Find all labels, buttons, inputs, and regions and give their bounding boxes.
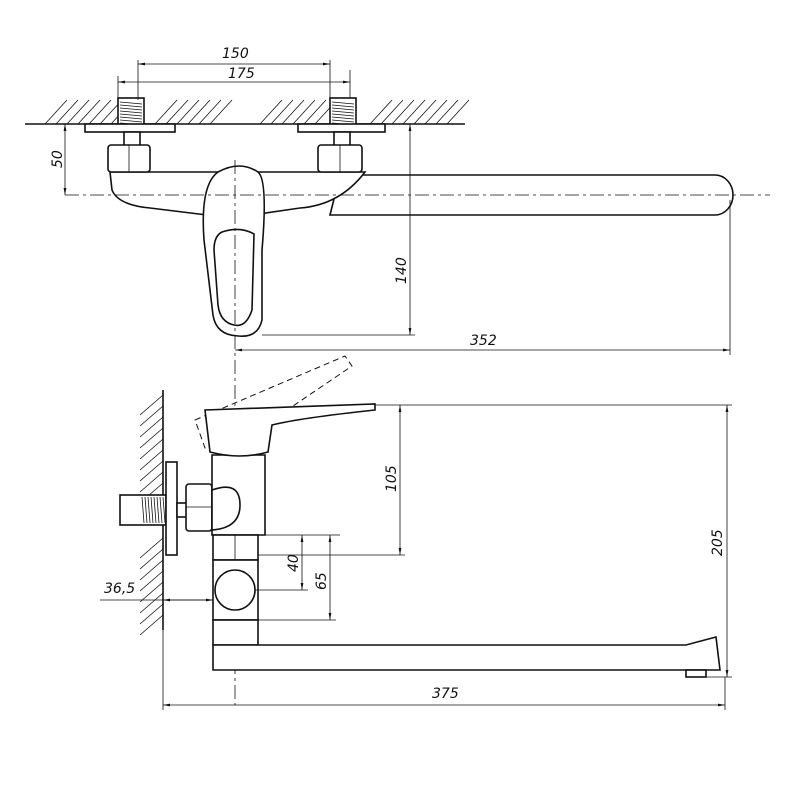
side-view: 105 205 40 65 36,5 375 (100, 355, 732, 710)
dim-label-150: 150 (222, 46, 249, 62)
aerator (685, 669, 707, 678)
dimension-50: 50 (50, 123, 67, 195)
dimension-36-5: 36,5 (100, 581, 213, 602)
dim-label-50: 50 (50, 150, 66, 168)
side-diverter (212, 559, 259, 621)
connector-left (123, 131, 141, 147)
nut-left (107, 144, 151, 173)
dimension-205: 205 (706, 405, 732, 678)
handle-cutout (213, 228, 255, 327)
dimension-105: 105 (258, 404, 732, 556)
dimension-175: 175 (117, 66, 351, 98)
dim-label-140: 140 (394, 257, 410, 284)
spout (328, 174, 734, 216)
flange-left (84, 123, 176, 133)
dim-label-175: 175 (228, 66, 255, 82)
side-spout-collar (212, 619, 259, 646)
dimension-375: 375 (162, 630, 726, 710)
nut-right (317, 144, 363, 173)
side-inlet-pipe (119, 494, 167, 526)
dimension-65: 65 (258, 535, 336, 621)
side-flange (165, 461, 178, 556)
side-lever (204, 403, 376, 457)
top-view: 150 175 50 140 352 (25, 46, 770, 705)
side-spout (212, 635, 721, 671)
dim-label-40: 40 (286, 554, 302, 572)
dim-label-36-5: 36,5 (104, 581, 135, 597)
side-wall-hatching (139, 394, 164, 636)
dim-label-105: 105 (384, 465, 400, 492)
dimension-352: 352 (235, 200, 731, 355)
dimension-150: 150 (137, 46, 331, 100)
threaded-inlet-right (329, 97, 357, 127)
threaded-inlet-left (117, 97, 145, 127)
dimension-40: 40 (255, 534, 340, 591)
side-nut (185, 483, 213, 532)
dim-label-205: 205 (710, 529, 726, 556)
connector-right (333, 131, 351, 147)
dim-label-375: 375 (432, 686, 459, 702)
side-body-cap (211, 486, 241, 531)
dimension-140: 140 (262, 123, 415, 336)
dim-label-352: 352 (470, 333, 497, 349)
side-lower-nut (212, 534, 259, 561)
dim-label-65: 65 (314, 572, 330, 590)
wall-hatching (44, 99, 470, 125)
flange-right (297, 123, 386, 133)
